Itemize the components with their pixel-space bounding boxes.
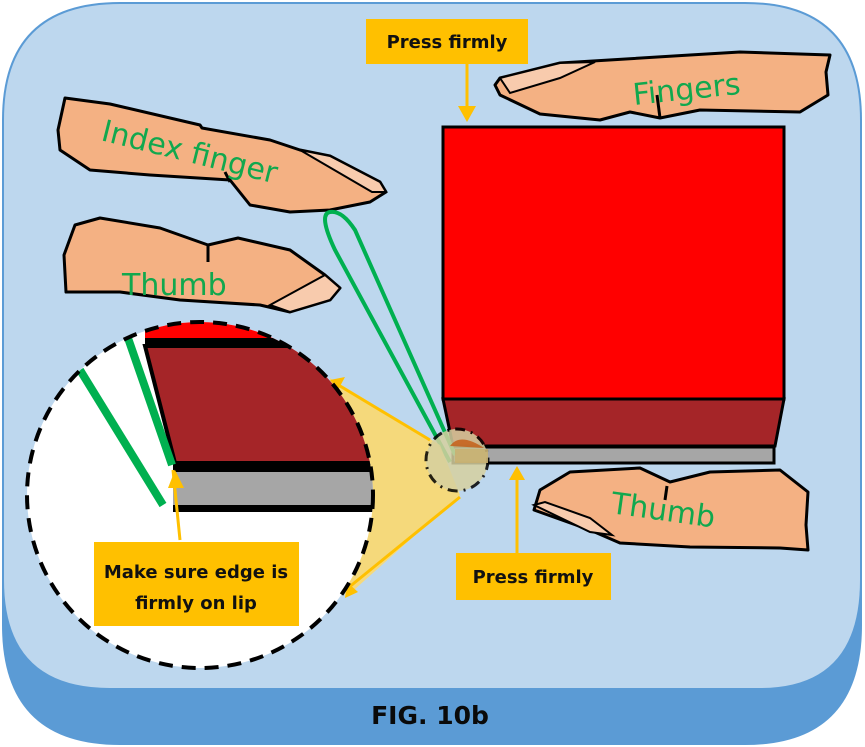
figure-caption: FIG. 10b — [371, 701, 489, 730]
press-label-bottom: Press firmly — [456, 466, 611, 600]
edge-note: Make sure edge is firmly on lip — [94, 542, 299, 626]
arrow-up-icon — [330, 377, 345, 390]
press-top-text: Press firmly — [387, 32, 508, 53]
block-top — [441, 125, 786, 401]
arrow-down-icon — [458, 106, 476, 122]
thumb-left: Thumb — [62, 216, 342, 314]
fingers-right: Fingers — [493, 50, 832, 122]
index-finger: Index finger — [56, 96, 388, 214]
edge-note-line2: firmly on lip — [135, 593, 257, 614]
press-bottom-text: Press firmly — [473, 567, 594, 588]
block-bevel — [441, 397, 786, 448]
thumb-right: Thumb — [531, 466, 810, 552]
press-label-top: Press firmly — [366, 19, 528, 122]
strap-loop — [323, 209, 457, 463]
edge-note-line1: Make sure edge is — [104, 562, 288, 583]
pressed-block — [441, 125, 786, 465]
block-lip — [451, 445, 776, 465]
thumb-left-label: Thumb — [121, 268, 227, 303]
arrow-up-icon — [509, 466, 525, 480]
